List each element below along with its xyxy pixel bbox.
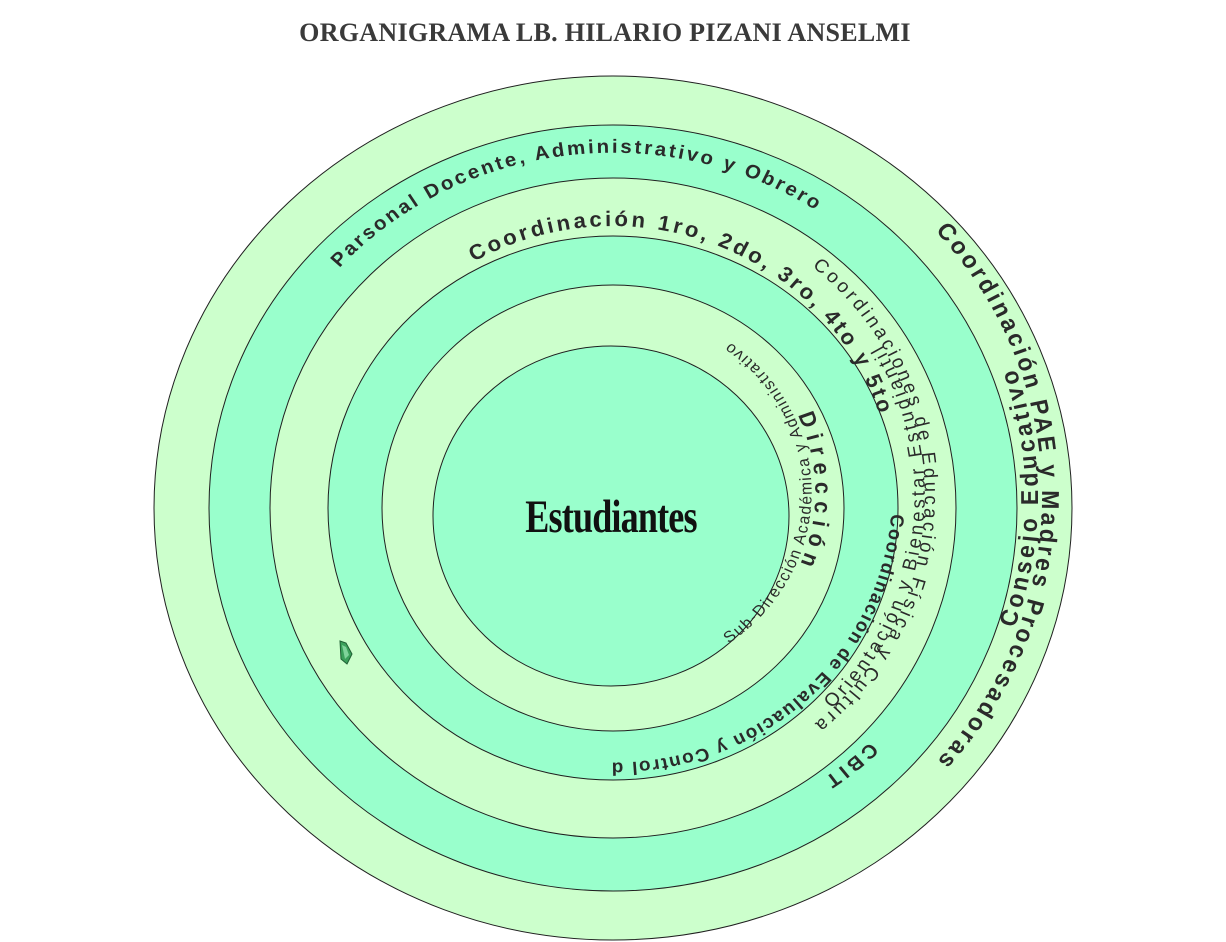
page-title: ORGANIGRAMA LB. HILARIO PIZANI ANSELMI xyxy=(299,18,911,47)
ring-6-estudiantes xyxy=(432,345,790,687)
center-label-estudiantes: Estudiantes xyxy=(525,491,697,542)
pencil-marker-highlight xyxy=(342,645,349,659)
